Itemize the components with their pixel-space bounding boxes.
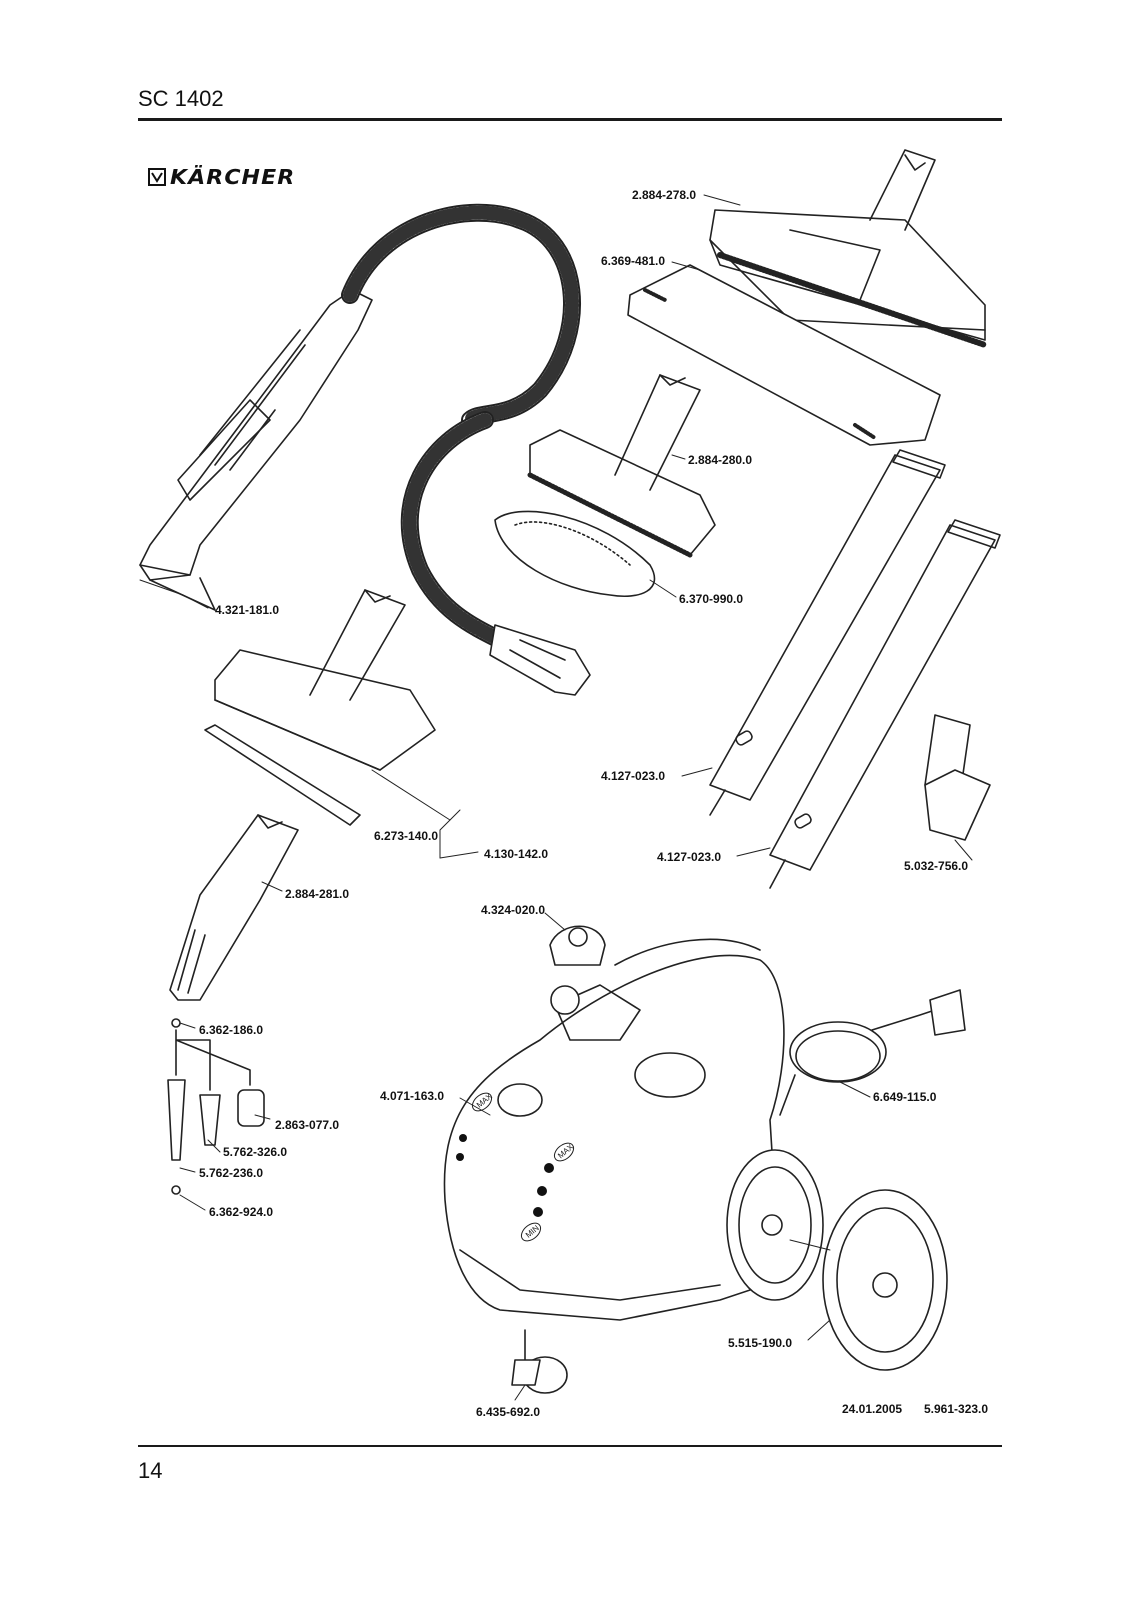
part-label: 4.071-163.0 [380,1089,445,1103]
window-nozzle [214,589,436,771]
page-title: SC 1402 [138,86,224,111]
part-label: 4.324-020.0 [481,903,546,917]
document-date: 24.01.2005 [842,1402,903,1416]
accessory-bag [924,714,991,841]
floor-cloth [627,264,941,446]
part-label: 6.649-115.0 [873,1090,937,1104]
steam-cleaner-body [443,938,785,1321]
round-brush-set [167,1018,265,1195]
footer-rule [138,1445,1002,1447]
machine-level-dots [456,1134,554,1217]
brand-logo: KÄRCHER [148,165,294,189]
part-label: 2.884-281.0 [285,887,350,901]
part-label: 5.515-190.0 [728,1336,793,1350]
steam-gun-handle [139,289,373,611]
part-label: 5.762-326.0 [223,1145,288,1159]
part-label: 2.884-280.0 [688,453,753,467]
steam-hose [341,203,591,696]
detail-nozzle [169,814,299,1001]
part-label: 4.130-142.0 [484,847,549,861]
terry-cover [494,510,656,597]
part-label: 6.370-990.0 [679,592,744,606]
extension-tube-1 [709,449,946,816]
document-number: 5.961-323.0 [924,1402,989,1416]
part-label: 6.362-186.0 [199,1023,264,1037]
brand-emblem-icon [148,168,166,186]
part-label: 4.321-181.0 [215,603,280,617]
part-label: 6.435-692.0 [476,1405,541,1419]
part-label: 6.273-140.0 [374,829,439,843]
header-rule [138,118,1002,121]
squeegee-blade [204,724,361,826]
part-label: 5.032-756.0 [904,859,969,873]
page-number: 14 [138,1458,163,1483]
caster-wheel [511,1329,568,1394]
front-wheel [726,1149,824,1301]
extension-tube-2 [769,519,1001,889]
rear-wheel [822,1189,948,1371]
safety-cap [549,925,606,966]
part-label: 2.863-077.0 [275,1118,340,1132]
part-label: 4.127-023.0 [657,850,722,864]
leader-lines [139,194,973,1401]
brand-name: KÄRCHER [170,165,296,189]
power-cord [779,989,966,1116]
part-label: 6.369-481.0 [601,254,666,268]
part-label: 2.884-278.0 [632,188,697,202]
floor-nozzle [709,149,988,348]
part-label: 6.362-924.0 [209,1205,274,1219]
part-label: 4.127-023.0 [601,769,666,783]
part-label: 5.762-236.0 [199,1166,264,1180]
hand-nozzle [527,374,716,558]
